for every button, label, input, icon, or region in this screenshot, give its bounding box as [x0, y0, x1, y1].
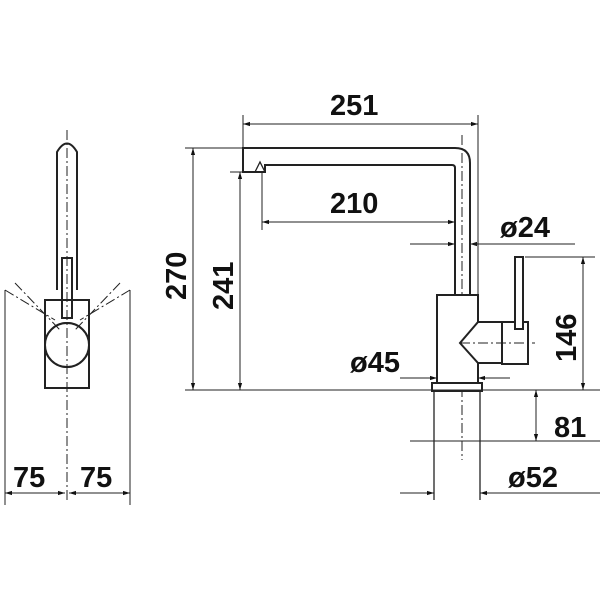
spout-diameter-label: ø24 [500, 212, 550, 244]
lever-height-label: 146 [551, 314, 583, 362]
lever [514, 256, 524, 330]
spout [242, 147, 471, 296]
side-view: 75 75 [4, 130, 131, 505]
reach-total-label: 251 [330, 90, 378, 122]
body-diameter-label: ø45 [350, 347, 400, 379]
base-diameter-label: ø52 [508, 462, 558, 494]
shank-length-label: 81 [554, 412, 586, 444]
swivel-left-label: 75 [13, 462, 45, 494]
front-view: 251 210 ø24 270 241 146 ø45 81 ø52 [161, 90, 600, 500]
swivel-right-label: 75 [80, 462, 112, 494]
height-outlet-label: 241 [208, 262, 240, 310]
base-plate [431, 382, 483, 392]
reach-spout-label: 210 [330, 188, 378, 220]
height-total-label: 270 [161, 252, 193, 300]
